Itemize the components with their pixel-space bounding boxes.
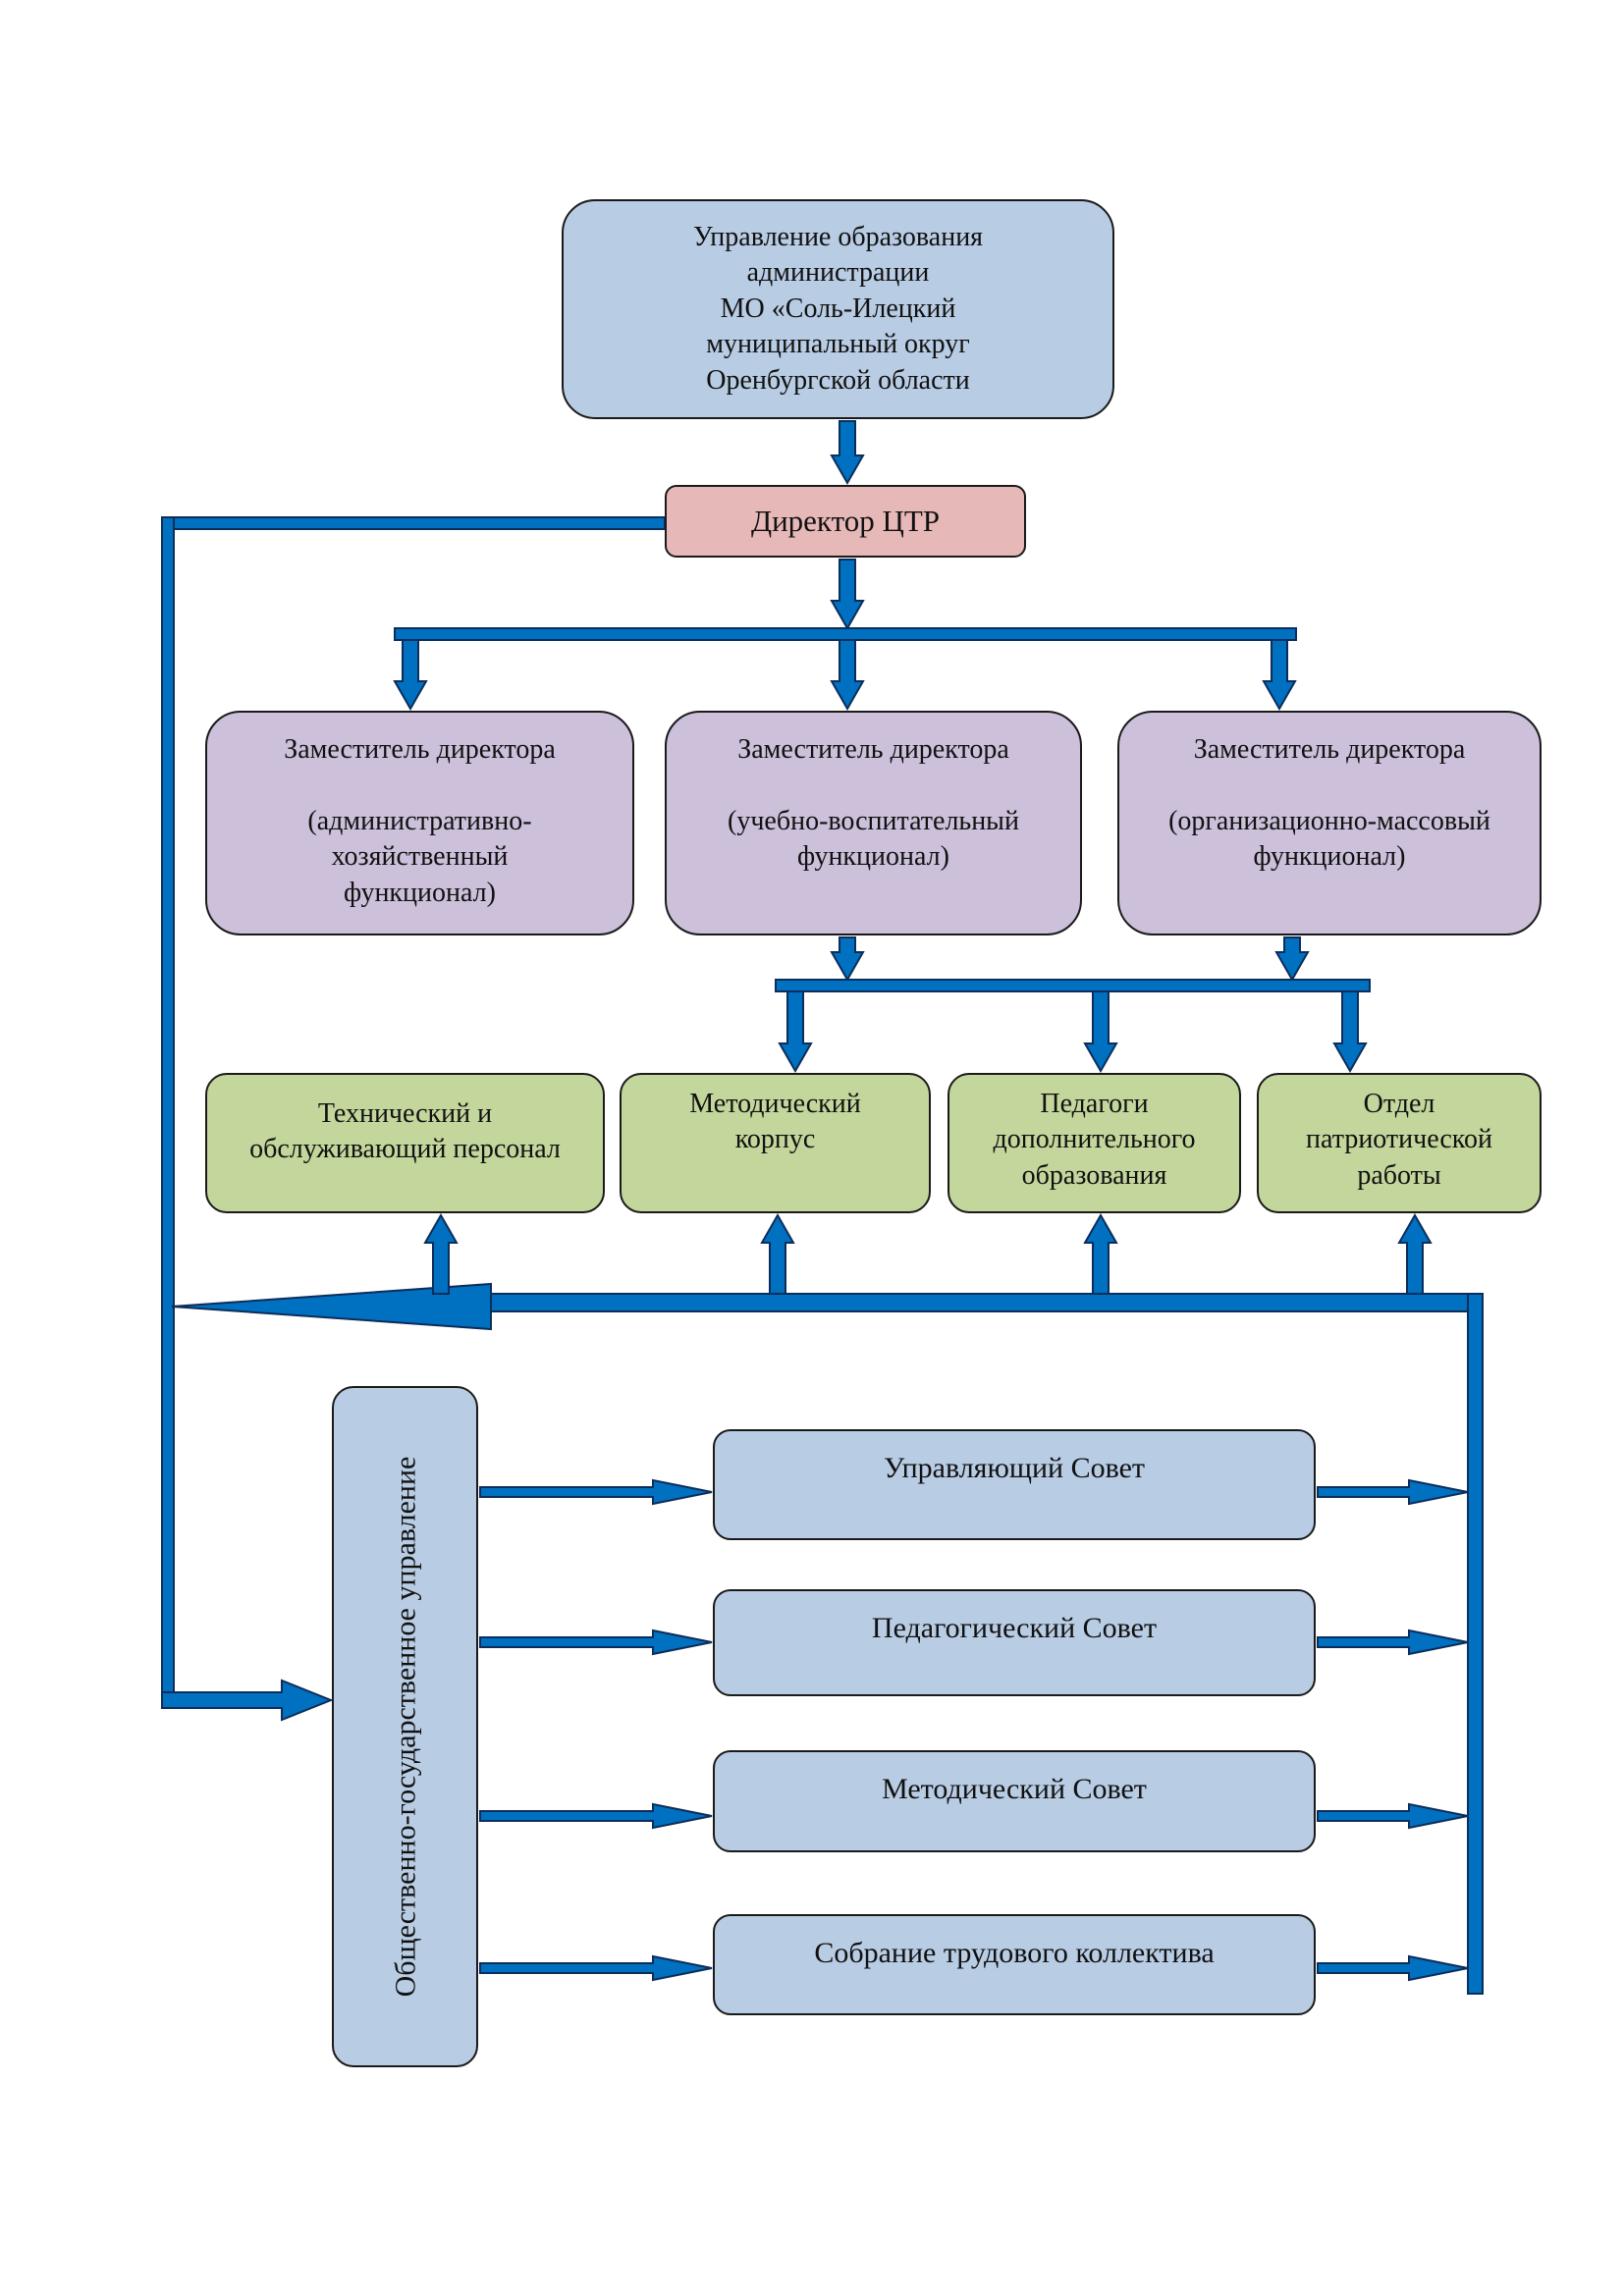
arrow-governance-to-methodical-council bbox=[479, 1802, 713, 1830]
left-vertical-line bbox=[161, 516, 175, 1701]
arrow-director-to-branch bbox=[830, 559, 865, 631]
deputy-director-organization-box: Заместитель директора (организационно-ма… bbox=[1117, 711, 1542, 935]
technical-staff-box: Технический и обслуживающий персонал bbox=[205, 1073, 605, 1213]
branch-bar-units bbox=[775, 979, 1371, 992]
arrow-to-deputy-admin bbox=[393, 639, 428, 712]
director-left-line bbox=[161, 516, 666, 530]
education-department-box: Управление образования администрации МО … bbox=[562, 199, 1114, 419]
arrow-to-additional-education bbox=[1083, 990, 1118, 1074]
director-box: Директор ЦТР bbox=[665, 485, 1026, 558]
arrow-up-methodical-corps bbox=[760, 1212, 795, 1295]
public-state-governance-box: Общественно-государственное управление bbox=[332, 1386, 478, 2067]
deputy-director-education-box: Заместитель директора (учебно-воспитател… bbox=[665, 711, 1082, 935]
methodical-corps-box: Методический корпус bbox=[620, 1073, 931, 1213]
governing-council-box: Управляющий Совет bbox=[713, 1429, 1316, 1540]
arrow-pedagogical-council-to-right-line bbox=[1317, 1629, 1469, 1656]
deputy-director-admin-box: Заместитель директора (административно- … bbox=[205, 711, 634, 935]
arrow-methodical-council-to-right-line bbox=[1317, 1802, 1469, 1830]
arrow-to-patriotic-department bbox=[1332, 990, 1368, 1074]
arrow-deputy-organization-down bbox=[1274, 936, 1310, 983]
arrow-to-deputy-organization bbox=[1262, 639, 1297, 712]
methodical-council-box: Методический Совет bbox=[713, 1750, 1316, 1852]
arrow-to-governance bbox=[161, 1679, 334, 1722]
labor-collective-assembly-box: Собрание трудового коллектива bbox=[713, 1914, 1316, 2015]
branch-bar-deputies bbox=[394, 627, 1297, 641]
arrow-governance-to-pedagogical-council bbox=[479, 1629, 713, 1656]
patriotic-work-department-box: Отдел патриотической работы bbox=[1257, 1073, 1542, 1213]
arrow-department-to-director bbox=[830, 420, 865, 486]
arrow-up-additional-education bbox=[1083, 1212, 1118, 1295]
right-vertical-line bbox=[1467, 1293, 1484, 1995]
arrow-governance-to-governing-council bbox=[479, 1478, 713, 1506]
arrow-to-methodical-corps bbox=[778, 990, 813, 1074]
arrow-labor-collective-assembly-to-right-line bbox=[1317, 1954, 1469, 1982]
arrow-to-deputy-education bbox=[830, 639, 865, 712]
additional-education-teachers-box: Педагоги дополнительного образования bbox=[947, 1073, 1241, 1213]
arrow-governing-council-to-right-line bbox=[1317, 1478, 1469, 1506]
arrow-to-technical-staff bbox=[423, 1212, 459, 1295]
public-state-governance-label: Общественно-государственное управление bbox=[389, 1456, 421, 1998]
bottom-wedge-arrow bbox=[171, 1282, 492, 1331]
arrow-deputy-education-down bbox=[830, 936, 865, 983]
arrow-up-patriotic-department bbox=[1397, 1212, 1433, 1295]
arrow-governance-to-labor-collective-assembly bbox=[479, 1954, 713, 1982]
bottom-return-bar bbox=[490, 1293, 1484, 1312]
pedagogical-council-box: Педагогический Совет bbox=[713, 1589, 1316, 1696]
